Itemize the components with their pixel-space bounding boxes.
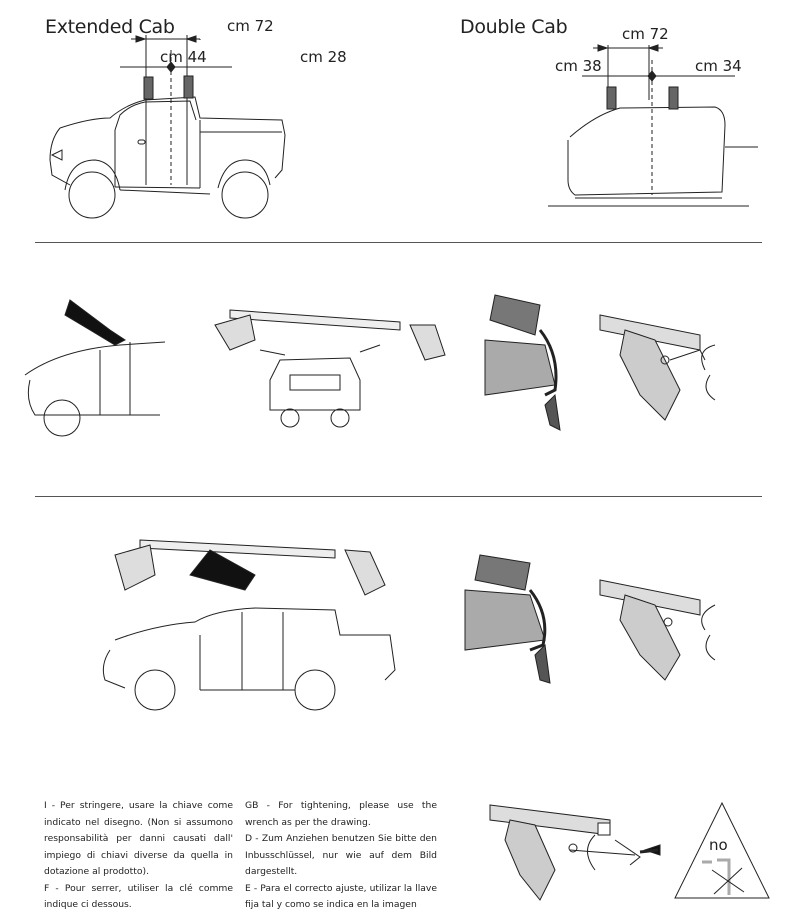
double-cab-diagram <box>548 44 758 207</box>
instruction-german: D - Zum Anziehen benutzen Sie bitte den … <box>245 833 437 877</box>
extended-cab-total-distance: cm 72 <box>227 17 274 35</box>
instruction-english: GB - For tightening, please use the wren… <box>245 800 437 828</box>
wrench-usage-diagram <box>489 804 661 901</box>
step-attach-feet-front-view-diagram <box>214 309 446 428</box>
double-cab-title: Double Cab <box>460 16 568 38</box>
double-cab-total-distance: cm 72 <box>622 25 669 43</box>
double-cab-front-distance: cm 38 <box>555 57 602 75</box>
double-cab-rear-distance: cm 34 <box>695 57 742 75</box>
instruction-french: F - Pour serrer, utiliser la clé comme i… <box>44 882 233 911</box>
step-place-bar-on-truck-diagram <box>102 539 396 711</box>
section-divider-2 <box>35 496 762 497</box>
extended-cab-front-distance: cm 44 <box>160 48 207 66</box>
section-divider-1 <box>35 242 762 243</box>
instruction-spanish: E - Para el correcto ajuste, utilizar la… <box>245 882 437 911</box>
warning-no-label: no <box>709 836 728 854</box>
step-door-seal-diagram-2 <box>464 554 551 684</box>
extended-cab-truck-diagram <box>49 35 286 219</box>
extended-cab-rear-distance: cm 28 <box>300 48 347 66</box>
extended-cab-title: Extended Cab <box>45 16 175 38</box>
step-hand-on-roof-diagram <box>24 299 166 437</box>
warning-triangle-icon <box>674 801 770 899</box>
step-door-seal-diagram <box>484 294 561 431</box>
instruction-italian: I - Per stringere, usare la chiave come … <box>44 800 233 877</box>
step-tighten-foot-diagram-2 <box>599 579 716 681</box>
step-tighten-foot-diagram <box>599 314 716 421</box>
